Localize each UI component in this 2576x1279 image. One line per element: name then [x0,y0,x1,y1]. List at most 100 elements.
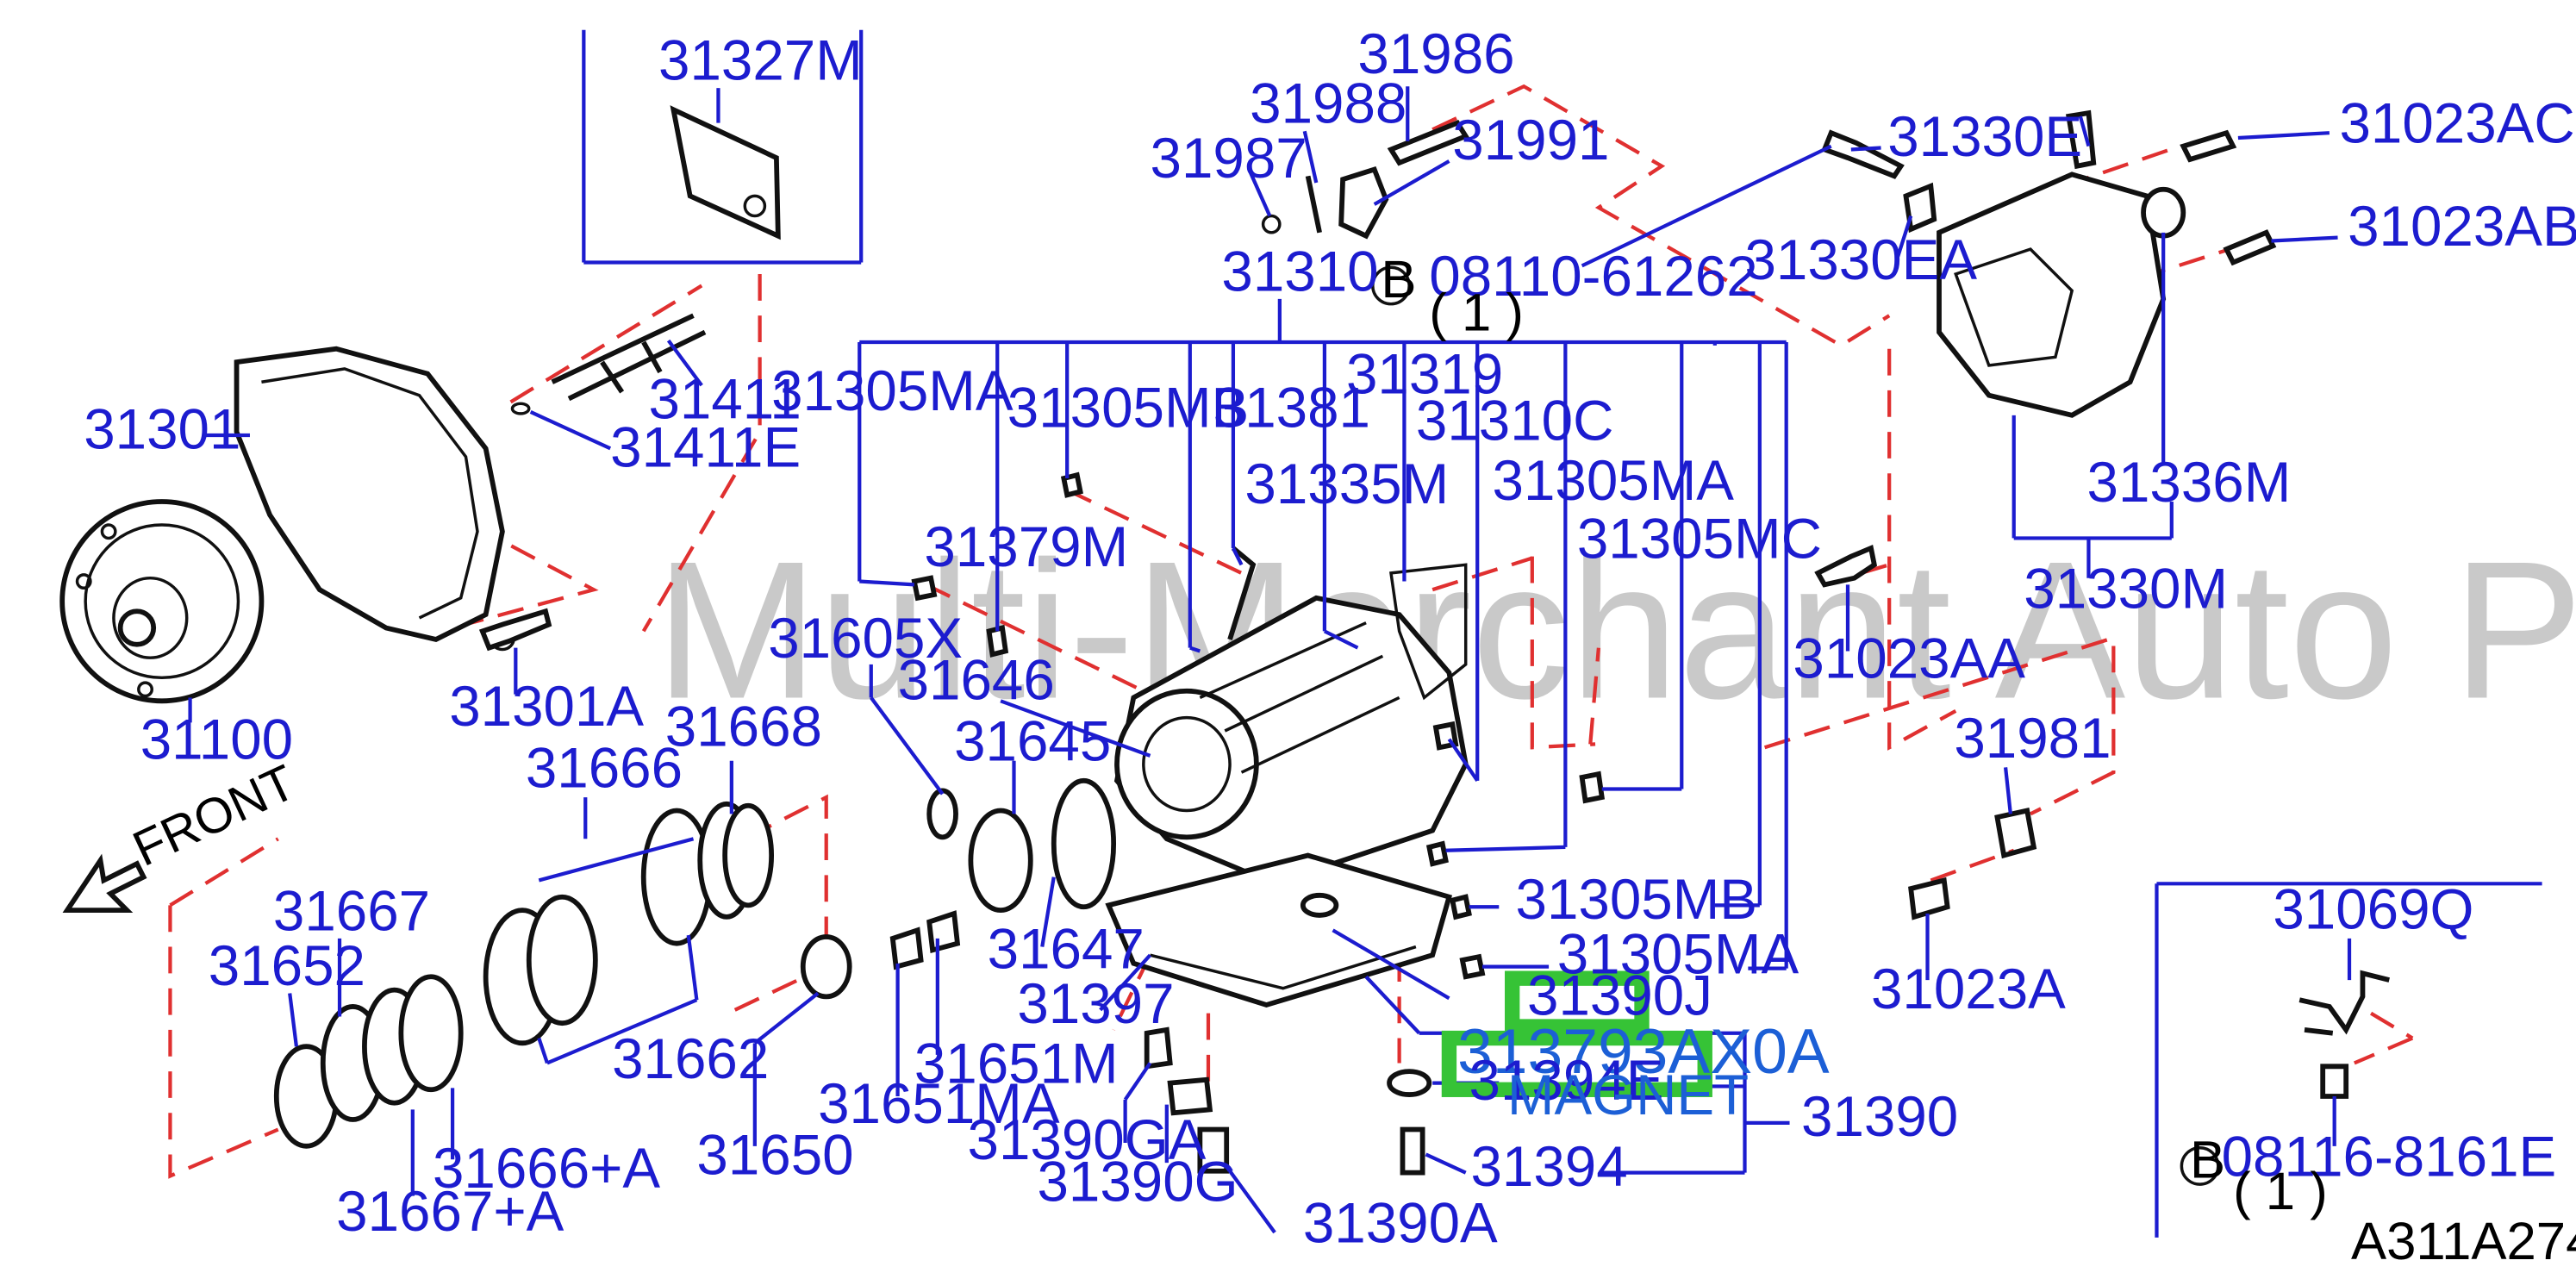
callout-31305MA-1: 31305MA [771,359,1014,422]
leader-lines [188,86,2338,1234]
part-drawings [59,109,2277,1176]
input-shaft-part [510,313,707,415]
torque-converter-part [59,499,265,704]
watermark: Multi-Merchant Auto Partstore [655,521,2576,739]
callout-31310C: 31310C [1416,390,1614,452]
tube-part-31335M [1227,546,1257,640]
callout-313793AX0A: 313793AX0A [1457,1016,1830,1087]
callout-31411: 31411 [648,368,801,431]
rear-extension-part [1903,109,2186,418]
bolt-part-31023AB [2223,229,2277,266]
callout-31662: 31662 [612,1027,769,1090]
callout-31666A: 31666+A [433,1137,660,1200]
bolt-ref-circle-1 [1371,265,1411,306]
callout-31667A: 31667+A [336,1180,564,1243]
callout-31394: 31394 [1470,1135,1627,1198]
callout-31305MB-2: 31305MB [1516,868,1757,931]
callout-31650: 31650 [696,1124,853,1187]
highlight-box-31390J [1505,970,1650,1034]
callout-31330M: 31330M [2024,557,2228,620]
callout-31390: 31390 [1801,1085,1958,1148]
parking-parts [1261,120,1470,240]
callout-31310: 31310 [1221,240,1378,303]
figure-code: A311A274 [2351,1212,2576,1271]
callout-31987: 31987 [1151,127,1307,190]
callout-31652: 31652 [209,934,365,997]
callout-31390G: 31390G [1037,1150,1238,1213]
bolt-ref-circle-2 [2180,1146,2220,1186]
bolt-part-31301A [478,608,552,652]
callout-31645: 31645 [954,710,1111,773]
callout-31330E: 31330E [1887,105,2082,168]
bolt-part-31390A [1197,1126,1230,1174]
callout-labels: 31327M 31986 31988 31987 31991 31330E 31… [84,22,2576,1271]
callout-31301A: 31301A [449,675,644,738]
plug-part-31305MB [1060,471,1083,498]
callout-08110-qty: ( 1 ) [1429,284,1524,343]
callout-31330EA: 31330EA [1744,228,1977,291]
callout-31605X: 31605X [768,607,963,670]
callout-31305MA-3: 31305MA [1557,922,1799,985]
bolt-ref-letter-2: B [2190,1130,2225,1189]
callout-31023A: 31023A [1871,958,2066,1020]
callout-31651M: 31651M [914,1033,1119,1095]
callout-31305MB-1: 31305MB [1007,376,1249,439]
bracket-part-31069Q [2298,970,2390,1035]
callout-31390GA: 31390GA [968,1108,1207,1171]
callout-31390J: 31390J [1527,964,1712,1027]
callout-31327M: 31327M [658,29,863,92]
callout-31023AA: 31023AA [1793,627,2025,689]
callout-31023AC: 31023AC [2339,92,2574,155]
callout-31100: 31100 [140,708,293,771]
callout-31666: 31666 [526,737,683,800]
bolt-ref-letter-1: B [1381,250,1416,309]
callout-31651MA: 31651MA [818,1072,1060,1135]
oil-pan-part [1105,852,1453,1008]
callout-08116-qty: ( 1 ) [2233,1162,2328,1221]
highlight-box-313793AX0A [1441,1030,1712,1097]
bolt-part-31023AC [2180,129,2237,163]
callout-magnet: MAGNET [1507,1064,1749,1126]
bolt-part-08116 [2320,1064,2349,1099]
front-arrow: FRONT [62,755,304,914]
callout-31647: 31647 [988,918,1145,981]
callout-31646: 31646 [898,648,1055,711]
clutch-drum-parts [273,777,1117,1149]
callout-31319: 31319 [1346,343,1503,406]
callout-31069Q: 31069Q [2273,877,2473,940]
callout-31988: 31988 [1250,72,1407,135]
washer-part-31394E [1387,1069,1432,1097]
bolt-part-31394 [1400,1126,1425,1176]
converter-housing-part [234,346,516,652]
bracket-part-31390GA [1144,1026,1173,1070]
bolt-part-31023AA [1814,544,1878,588]
transmission-case-part [1105,546,1469,1008]
plate-part-31327M [670,105,781,240]
callout-08116-8161E: 08116-8161E [2222,1126,2557,1189]
callout-31379M: 31379M [924,515,1128,578]
plug-part-31305MC [1579,771,1606,804]
front-label: FRONT [125,755,303,877]
bracket-part-31390G [1167,1076,1213,1116]
callout-31397: 31397 [1017,972,1174,1035]
callout-31394E: 31394E [1469,1049,1664,1112]
callout-31023AB: 31023AB [2348,195,2576,258]
callout-31986: 31986 [1357,22,1514,85]
callout-31411E: 31411E [610,416,801,479]
callout-31981: 31981 [1954,707,2111,770]
callout-31305MC: 31305MC [1577,508,1822,571]
inset-box-31069Q [2155,882,2542,1238]
callout-31390A: 31390A [1303,1192,1498,1255]
callout-08110-61262: 08110-61262 [1429,245,1757,308]
callout-31335M: 31335M [1244,452,1449,515]
callout-31336M: 31336M [2087,451,2292,514]
callout-31991: 31991 [1452,109,1609,172]
callout-31668: 31668 [665,695,822,758]
plug-part-31305MA [911,575,938,602]
callout-31305MA-2: 31305MA [1493,449,1735,512]
gasket-part-31319 [1389,563,1468,701]
callout-31667: 31667 [273,879,430,942]
inset-box-31327M [582,29,864,265]
bracket-part-31981 [1994,808,2037,859]
